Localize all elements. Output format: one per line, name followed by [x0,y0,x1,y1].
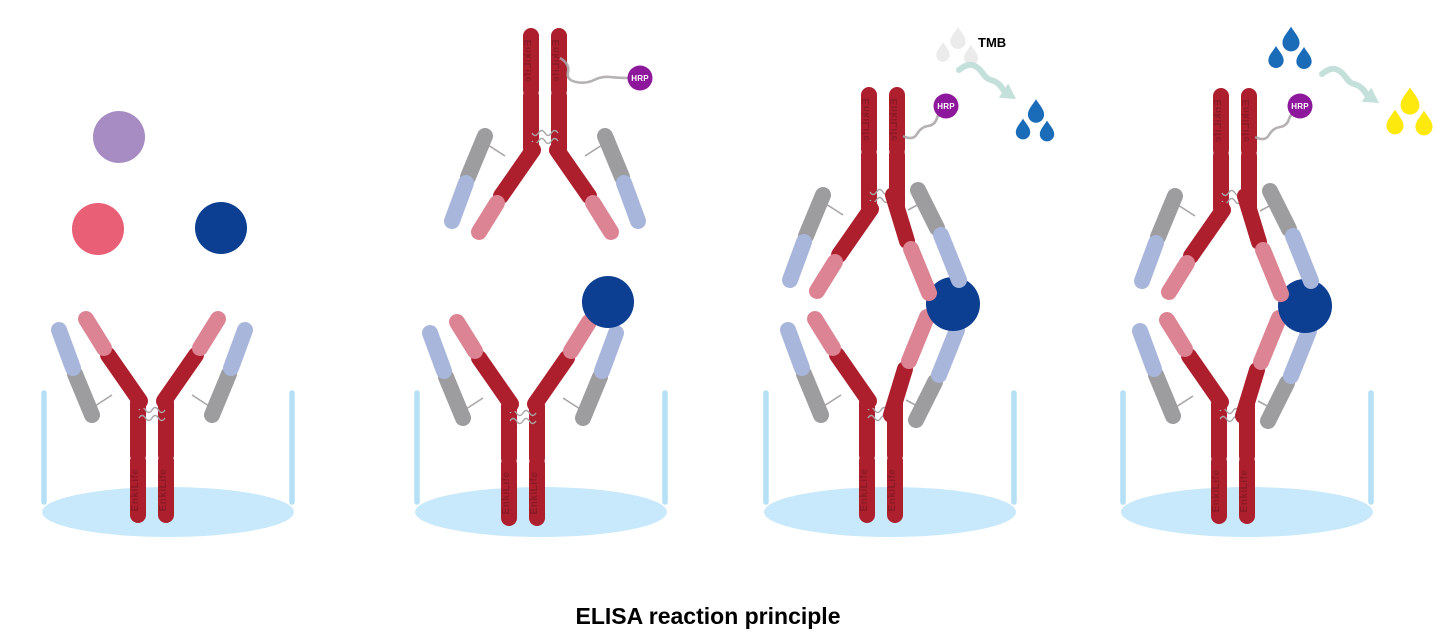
hrp-linker [559,56,629,84]
yellow-droplet [1415,110,1433,136]
hrp-linker [1254,110,1298,141]
substrate-droplet [950,26,966,50]
antigen-pink [72,203,124,255]
hrp-badge [627,65,653,91]
panel-4 [1121,26,1433,537]
capture-antibody [788,317,957,515]
bound-antigen [926,277,980,331]
hrp-badge [933,93,959,119]
panel-3: TMB [764,26,1055,537]
yellow-droplet [1400,87,1420,115]
antigen-purple [93,111,145,163]
blue-droplet [1282,26,1300,52]
substrate-droplet [936,42,950,62]
panel-1 [42,111,294,537]
diagram-title: ELISA reaction principle [576,603,841,629]
blue-droplet [1268,45,1284,69]
panel-2 [415,36,667,537]
reaction-arrow [959,65,1016,99]
antigen-blue [195,202,247,254]
hrp-badge [1287,93,1313,119]
capture-antibody [59,319,245,515]
blue-droplet [1027,99,1045,123]
reaction-arrow [1322,69,1379,103]
detection-antibody [452,36,638,232]
blue-droplet [1296,46,1312,70]
yellow-droplet [1386,109,1404,135]
bound-antigen [582,276,634,328]
capture-antibody [1140,318,1309,516]
blue-droplet [1015,118,1031,140]
blue-droplet [1039,120,1055,142]
bound-antigen [1278,279,1332,333]
tmb-label: TMB [978,35,1006,50]
